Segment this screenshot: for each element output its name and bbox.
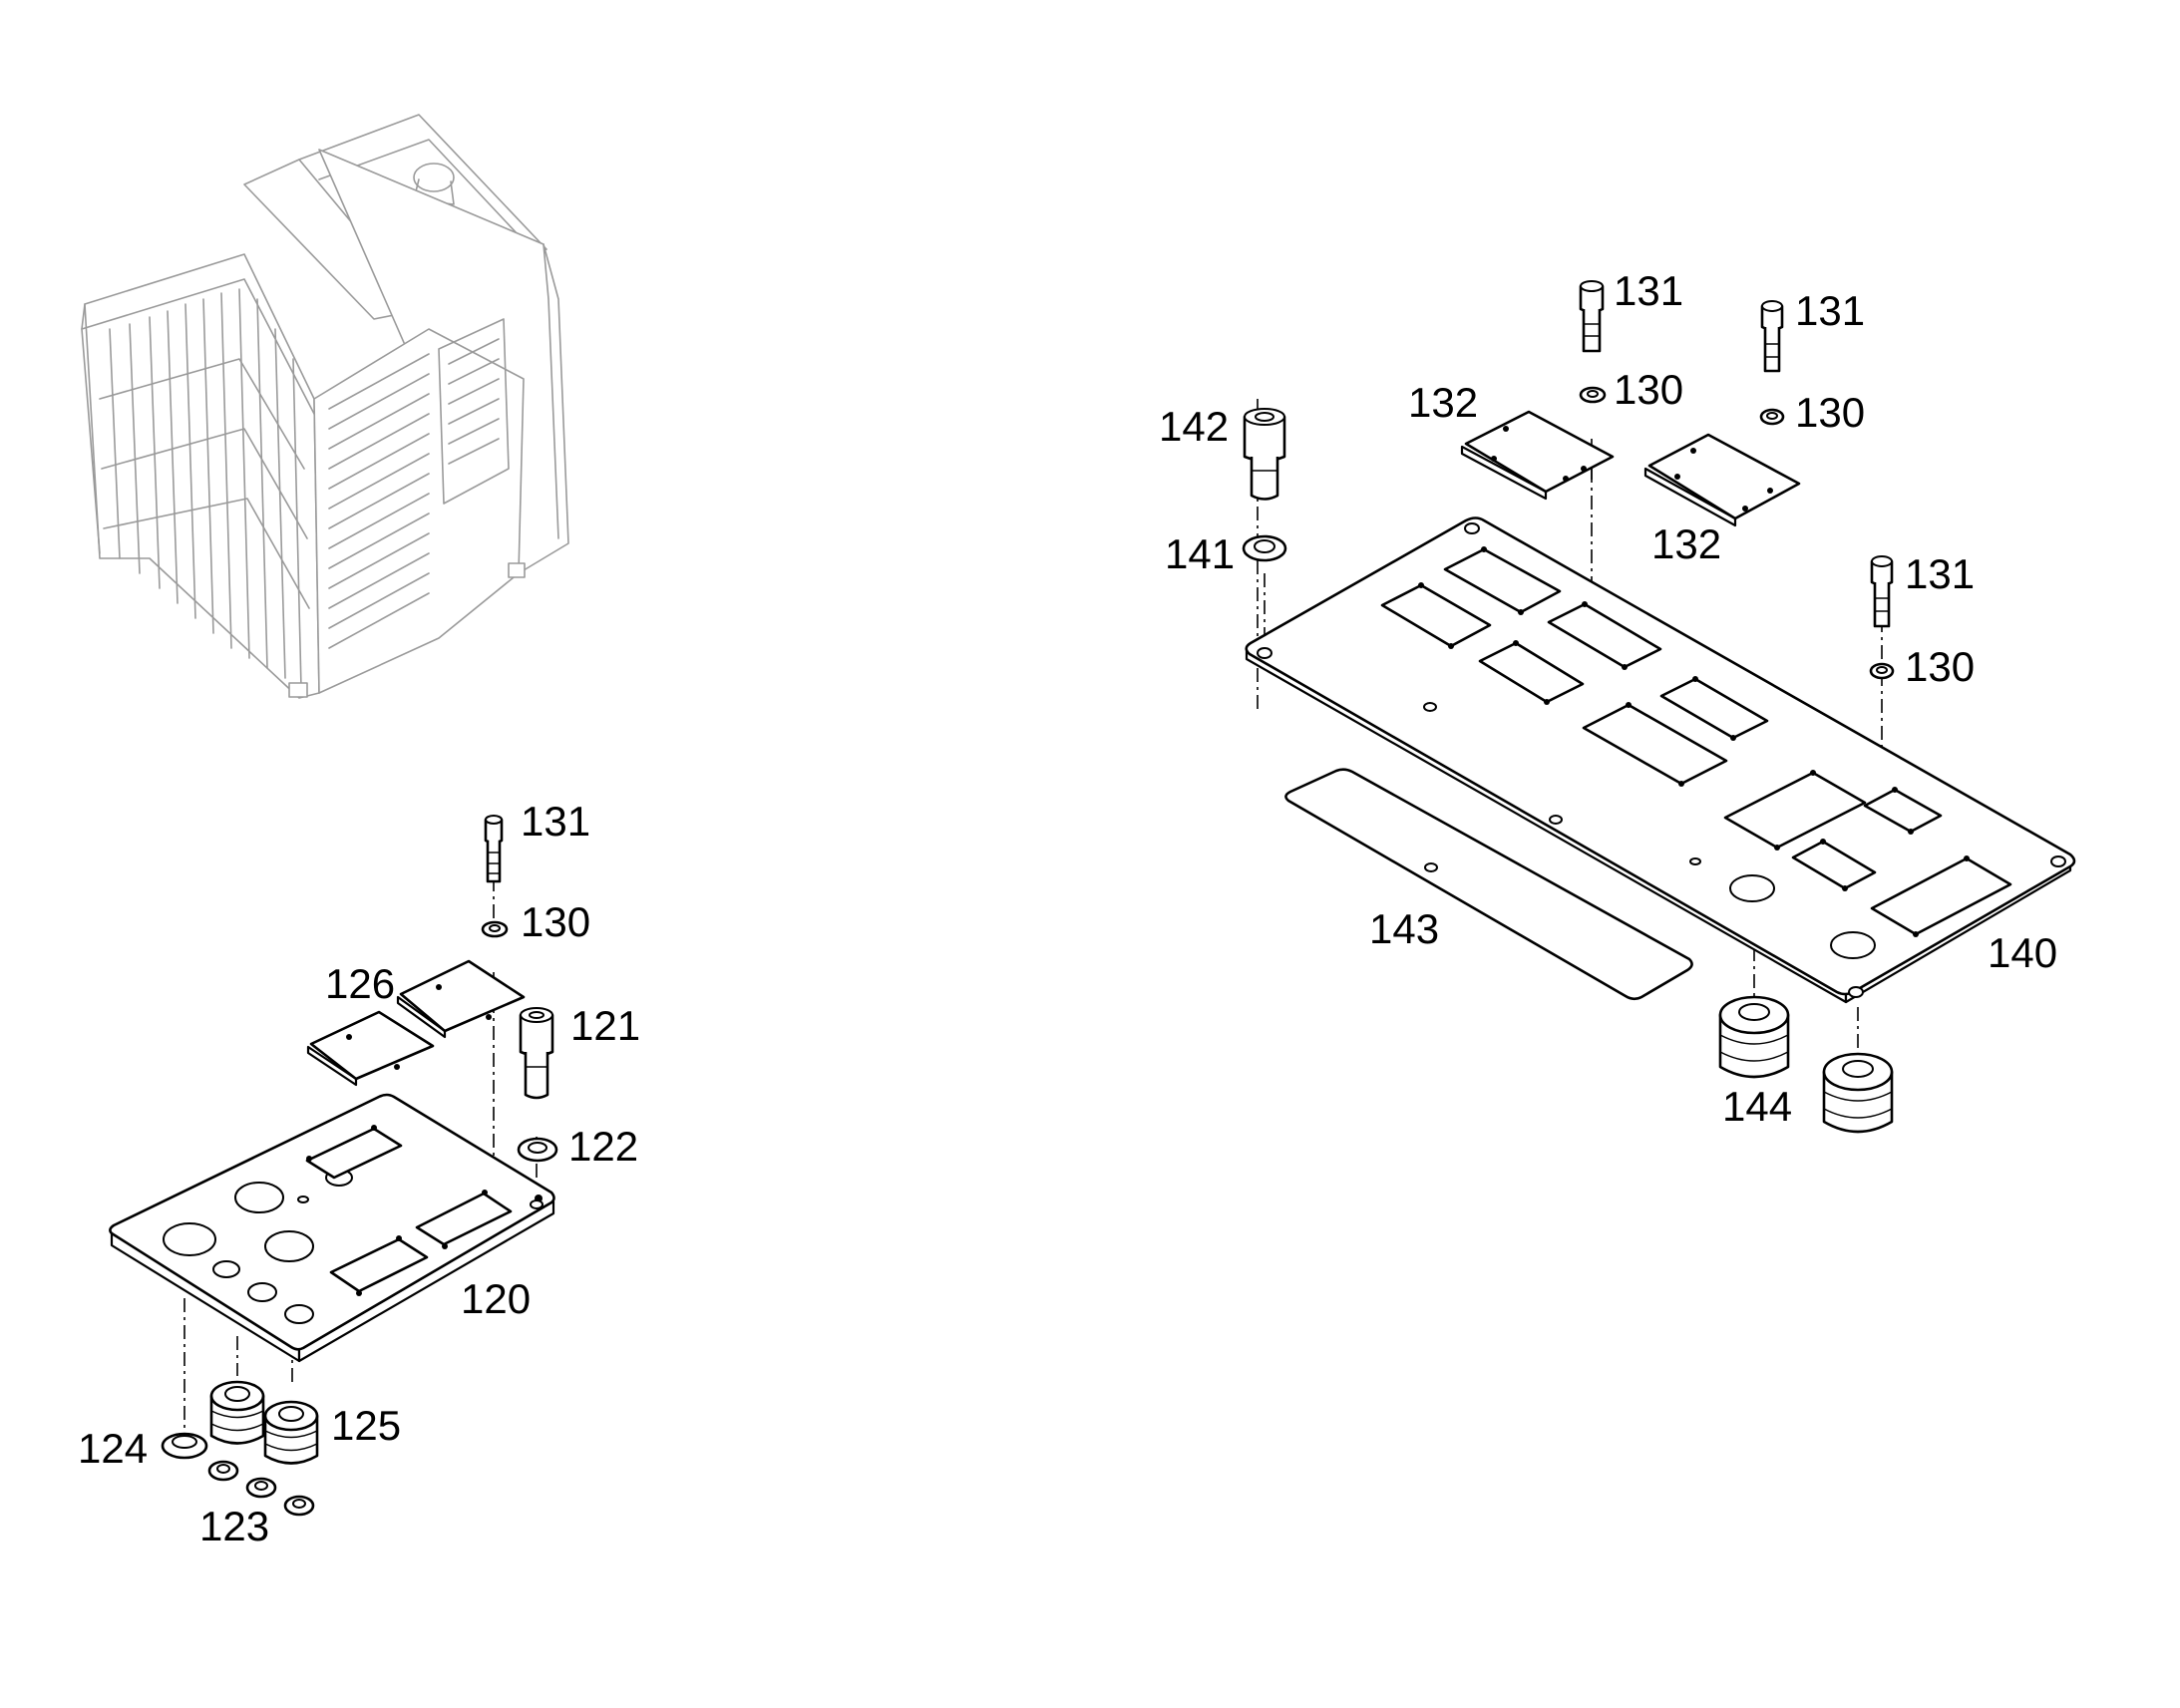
callout-141: 141	[1165, 530, 1235, 577]
callout-144: 144	[1722, 1083, 1792, 1130]
screw-131-c	[1870, 555, 1894, 628]
gasket-143	[1284, 768, 1693, 1001]
washer-130-c	[1869, 662, 1895, 680]
washer-130-b	[1759, 408, 1785, 426]
callout-121: 121	[570, 1002, 640, 1049]
plate-120	[109, 1093, 555, 1363]
washer-122	[517, 1137, 558, 1163]
callout-131-c: 131	[1905, 550, 1975, 597]
cover-132-left	[1460, 410, 1615, 501]
screw-131-a	[1579, 280, 1605, 353]
callout-122: 122	[568, 1123, 638, 1170]
callout-130-left: 130	[521, 898, 590, 945]
callout-labels: 131 130 126 121 122 120 125 124 123 131 …	[78, 267, 2057, 1549]
callout-132-right: 132	[1651, 520, 1721, 567]
screw-131-b	[1760, 300, 1784, 373]
screw-142	[1243, 408, 1286, 501]
cabinet-context-sketch	[81, 114, 569, 699]
callout-120: 120	[461, 1275, 531, 1322]
cover-126	[306, 959, 526, 1087]
screw-131-left	[484, 815, 504, 883]
cover-132-right	[1643, 433, 1801, 527]
cable-gland-144-right	[1822, 1052, 1894, 1134]
callout-143: 143	[1369, 905, 1439, 952]
plug-124	[161, 1432, 208, 1460]
washer-130-a	[1579, 386, 1607, 404]
callout-140: 140	[1988, 929, 2057, 976]
callout-130-a: 130	[1614, 366, 1683, 413]
washer-141	[1242, 534, 1287, 562]
callout-142: 142	[1159, 403, 1229, 450]
callout-132-left: 132	[1408, 379, 1478, 426]
assembly-120	[109, 815, 558, 1517]
callout-130-b: 130	[1795, 389, 1865, 436]
callout-126: 126	[325, 960, 395, 1007]
callout-124: 124	[78, 1425, 148, 1472]
callout-131-a: 131	[1614, 267, 1683, 314]
washer-130-left	[481, 920, 509, 938]
nuts-123	[207, 1460, 315, 1517]
callout-130-c: 130	[1905, 643, 1975, 690]
assembly-140	[1242, 280, 2076, 1134]
callout-131-b: 131	[1795, 287, 1865, 334]
plate-140	[1245, 516, 2076, 1004]
callout-125: 125	[331, 1402, 401, 1449]
screw-121	[519, 1007, 554, 1100]
callout-123: 123	[199, 1503, 269, 1549]
callout-131-left: 131	[521, 798, 590, 845]
cable-gland-144-left	[1718, 995, 1790, 1079]
cable-gland-125	[209, 1380, 319, 1465]
